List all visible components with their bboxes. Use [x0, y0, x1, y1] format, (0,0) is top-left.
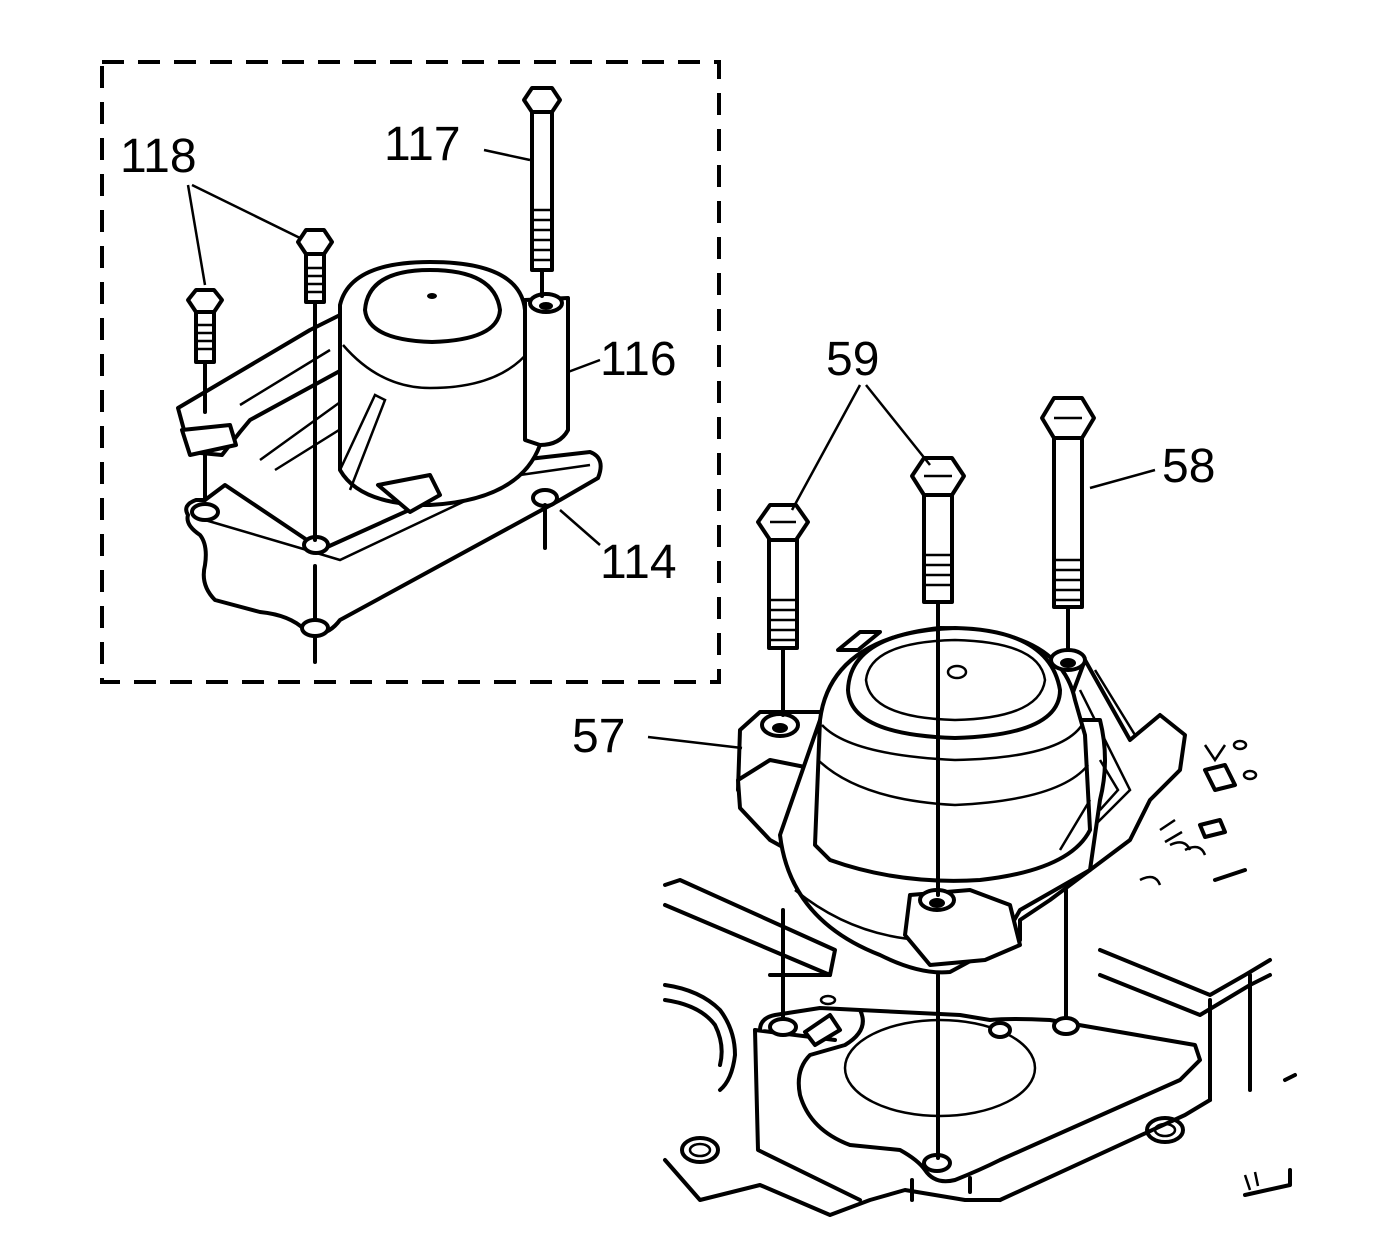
- main-engine-mount: [736, 626, 1187, 975]
- detail-inset-frame: [100, 60, 721, 684]
- inset-mount-assembly: [176, 86, 603, 664]
- main-bolt-58: [1040, 396, 1096, 1020]
- inset-bolt-118-right: [296, 228, 334, 542]
- main-bolt-59-left: [756, 503, 810, 1020]
- callout-117: 117: [384, 118, 461, 171]
- callout-118: 118: [120, 130, 197, 183]
- inset-bolt-118-left: [186, 288, 224, 502]
- callout-116: 116: [600, 333, 677, 386]
- leader-lines: [186, 148, 1156, 750]
- callout-58: 58: [1162, 440, 1215, 493]
- inset-bolt-117: [522, 86, 562, 550]
- callout-59: 59: [826, 333, 879, 386]
- callout-114: 114: [600, 536, 677, 589]
- callout-57: 57: [572, 710, 625, 763]
